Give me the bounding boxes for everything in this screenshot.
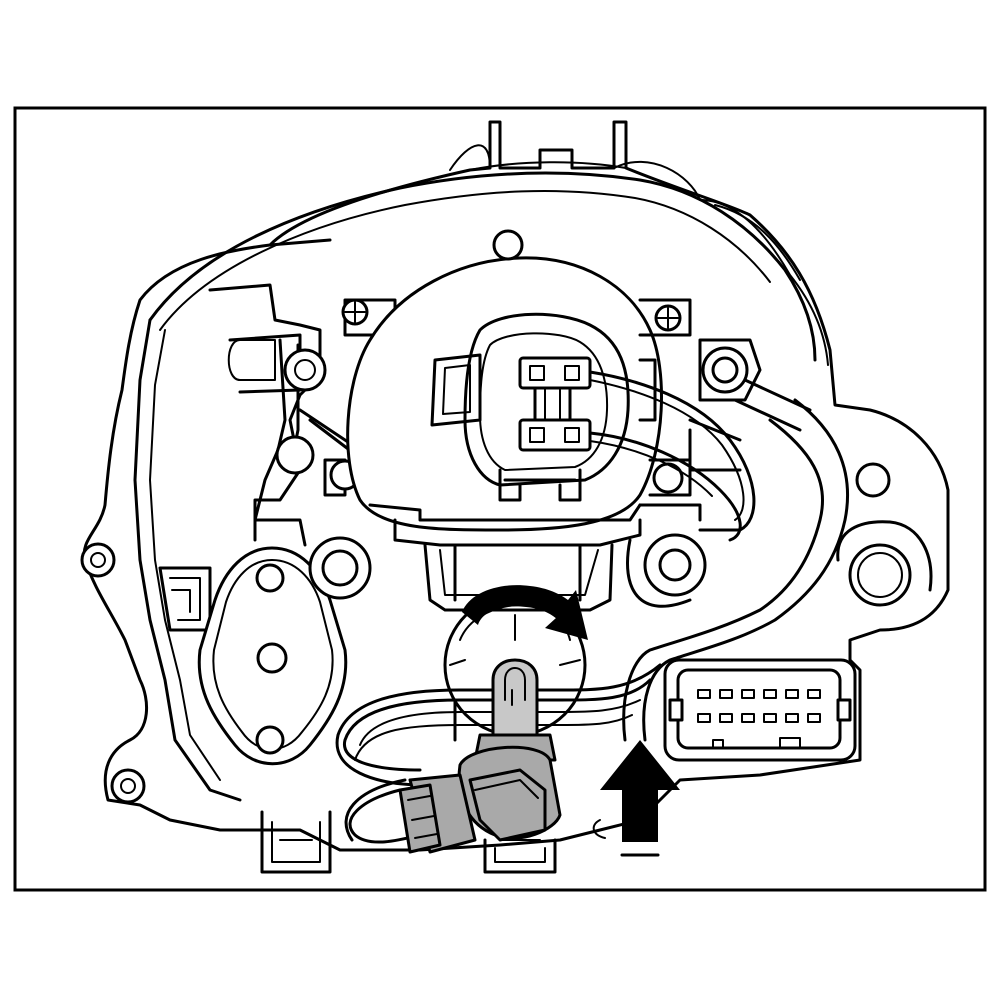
connector-pin-row-bottom [697,713,821,723]
connector-pin-row-top [697,689,821,699]
up-arrow-icon [600,740,680,857]
adjuster-plate [197,546,348,766]
bulb [398,658,562,854]
right-housing-components [622,338,933,742]
headlamp-housing [82,120,950,874]
electrical-connector-12-pin [663,658,857,762]
curved-arrow-clockwise-icon [462,585,588,640]
bulb-connector-harness [335,663,662,844]
socket-wires [588,370,756,542]
